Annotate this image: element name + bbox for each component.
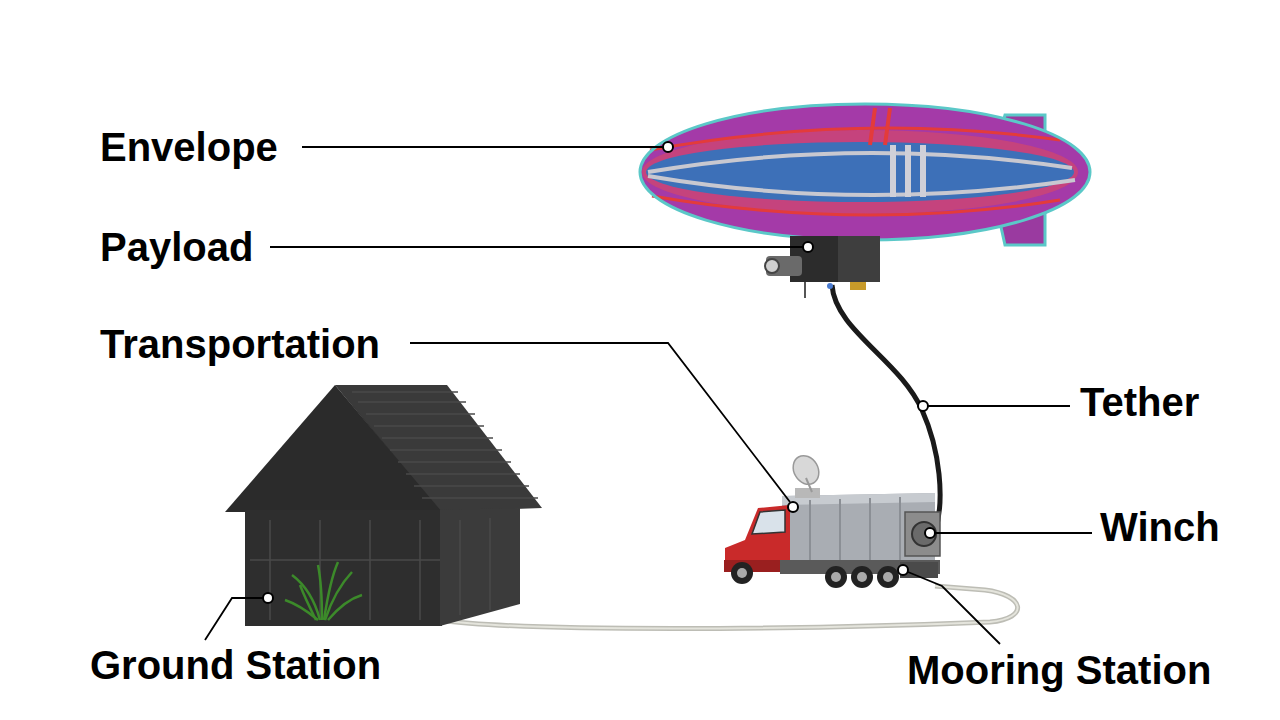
blimp-envelope <box>640 104 1090 240</box>
part-label: Transportation <box>100 324 380 364</box>
part-label: Mooring Station <box>907 650 1211 690</box>
part-label: Payload <box>100 227 253 267</box>
grass <box>285 562 362 620</box>
part-label: Winch <box>1100 507 1220 547</box>
hose <box>440 586 1018 629</box>
payload-pod <box>765 236 880 298</box>
leader-lines <box>205 147 1092 644</box>
part-label: Tether <box>1080 382 1199 422</box>
part-label: Envelope <box>100 127 278 167</box>
transport-truck <box>724 451 940 588</box>
ground-station-house <box>225 385 542 626</box>
leader-dots <box>263 142 935 603</box>
part-label: Ground Station <box>90 645 381 685</box>
hose-highlight <box>440 586 1018 629</box>
